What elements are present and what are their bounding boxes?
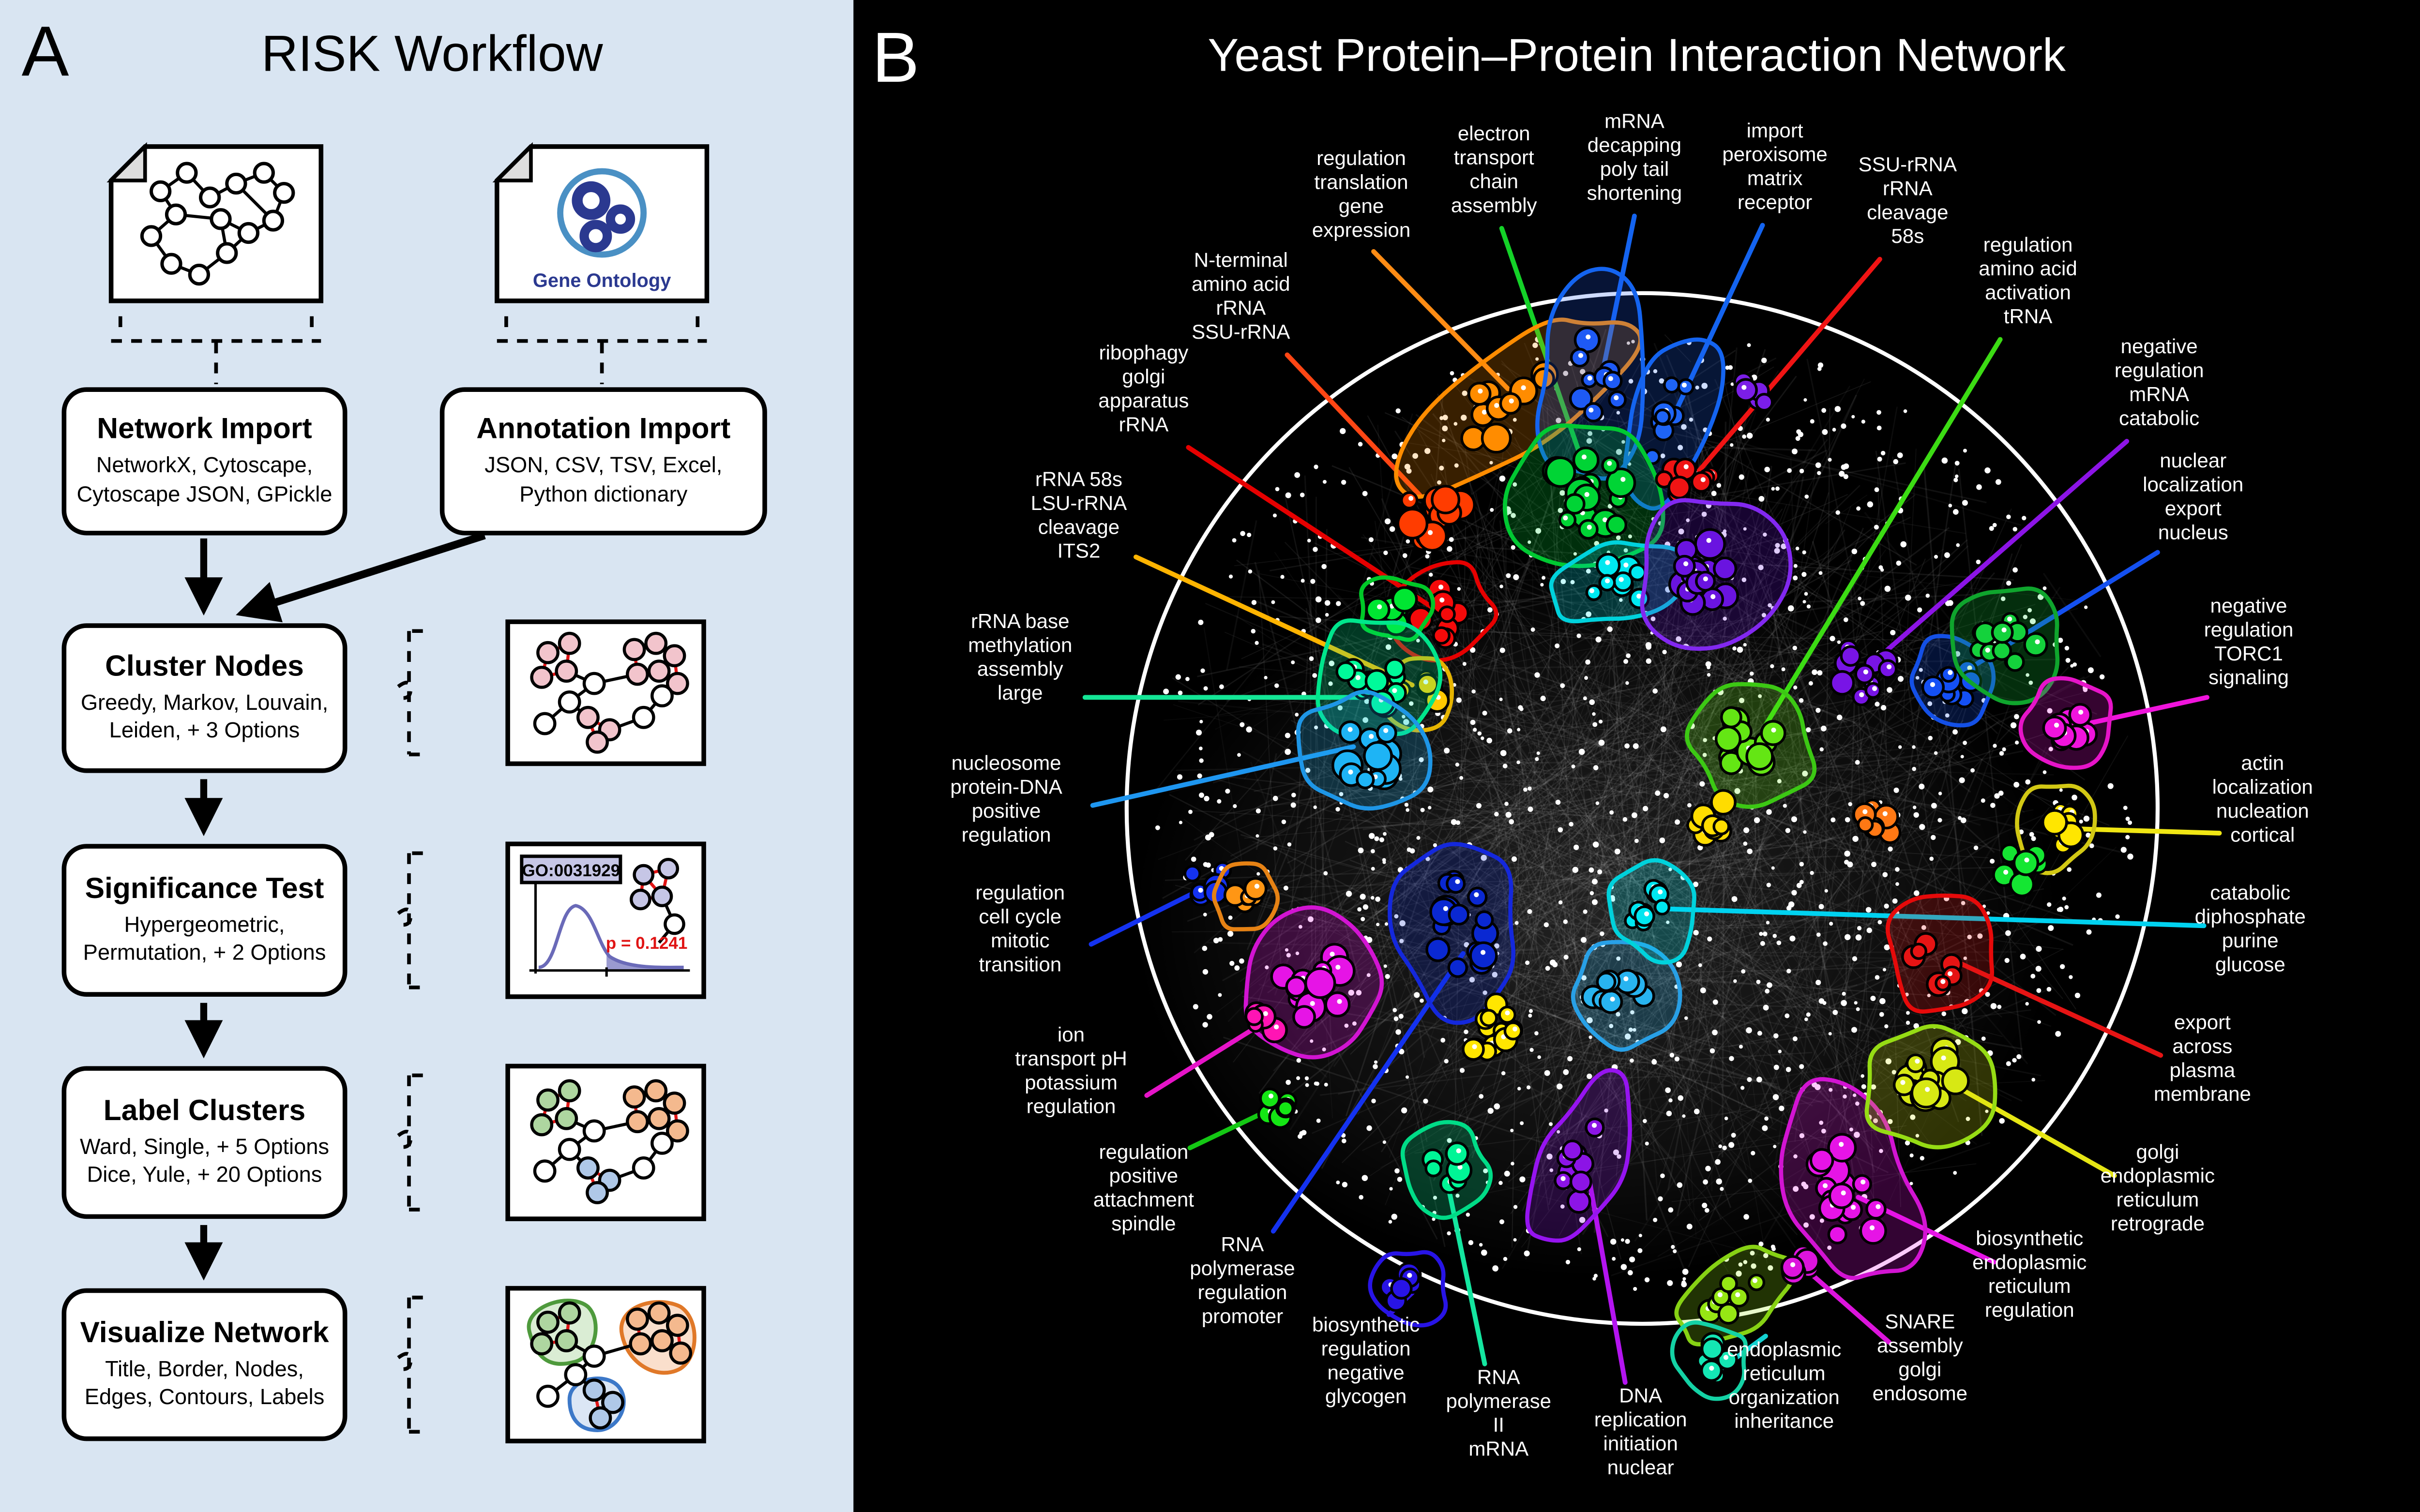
box-line: Python dictionary <box>519 480 687 509</box>
thumbnail-visualize-network <box>508 1288 704 1441</box>
box-line: Edges, Contours, Labels <box>85 1384 324 1412</box>
box-title: Significance Test <box>85 872 324 906</box>
box-title: Visualize Network <box>80 1317 329 1351</box>
network-cluster <box>1867 1026 1995 1147</box>
box-line: Title, Border, Nodes, <box>105 1355 304 1384</box>
box-line: Permutation, + 2 Options <box>83 940 326 968</box>
box-line: Hypergeometric, <box>124 911 285 940</box>
box-significance-test: Significance Test Hypergeometric, Permut… <box>62 844 348 997</box>
doc-bracket-right <box>497 316 707 384</box>
box-title: Network Import <box>97 414 312 448</box>
go-term-id: GO:0031929 <box>522 861 620 880</box>
thumbnail-cluster-nodes <box>508 622 704 763</box>
gene-ontology-document-icon: Gene Ontology <box>497 147 707 301</box>
thumbnail-significance-test: GO:0031929 p = 0.1241 <box>508 844 704 997</box>
thumbnail-brackets <box>398 631 423 1432</box>
box-title: Label Clusters <box>104 1095 306 1129</box>
box-line: Cytoscape JSON, GPickle <box>76 480 332 509</box>
box-annotation-import: Annotation Import JSON, CSV, TSV, Excel,… <box>440 387 767 535</box>
gene-ontology-label: Gene Ontology <box>533 270 671 291</box>
box-visualize-network: Visualize Network Title, Border, Nodes, … <box>62 1288 348 1441</box>
network-cluster <box>1258 1089 1296 1128</box>
box-label-clusters: Label Clusters Ward, Single, + 5 Options… <box>62 1066 348 1219</box>
box-line: JSON, CSV, TSV, Excel, <box>484 452 722 480</box>
box-network-import: Network Import NetworkX, Cytoscape, Cyto… <box>62 387 348 535</box>
network-cluster <box>1888 896 1992 1012</box>
p-value-label: p = 0.1241 <box>606 934 688 953</box>
box-title: Annotation Import <box>476 414 730 448</box>
network-document-icon <box>111 147 321 301</box>
box-line: Greedy, Markov, Louvain, <box>81 689 328 718</box>
box-line: Dice, Yule, + 20 Options <box>87 1162 322 1190</box>
panel-a-risk-workflow: A RISK Workflow <box>0 0 853 1512</box>
box-line: Leiden, + 3 Options <box>109 718 300 746</box>
box-cluster-nodes: Cluster Nodes Greedy, Markov, Louvain, L… <box>62 623 348 773</box>
box-line: Ward, Single, + 5 Options <box>80 1133 329 1162</box>
box-line: NetworkX, Cytoscape, <box>96 452 313 480</box>
doc-bracket-left <box>111 316 321 384</box>
gene-ontology-logo-icon <box>560 171 644 254</box>
panel-b-title: Yeast Protein–Protein Interaction Networ… <box>853 31 2420 83</box>
thumbnail-label-clusters <box>508 1066 704 1219</box>
box-title: Cluster Nodes <box>105 650 304 684</box>
